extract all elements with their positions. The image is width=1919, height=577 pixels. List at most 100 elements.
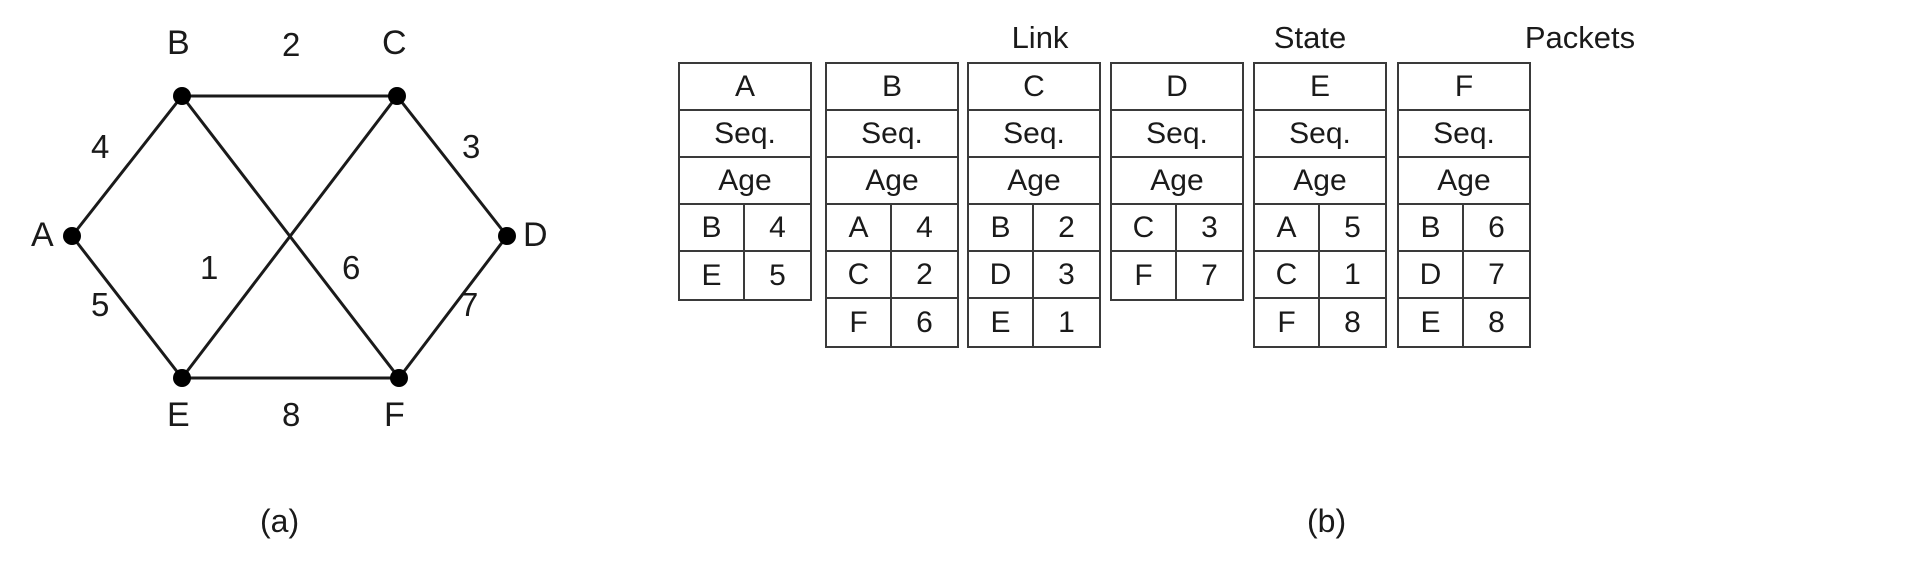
table-row: E bbox=[1255, 64, 1385, 111]
graph-edge-d-f bbox=[397, 235, 509, 379]
figure-caption-b: (b) bbox=[1307, 503, 1347, 539]
cost-cell: 5 bbox=[1344, 210, 1361, 244]
table-row: Seq. bbox=[1255, 111, 1385, 158]
graph-edge-a-b bbox=[70, 95, 184, 237]
node-table-seq-header: Seq. bbox=[1289, 116, 1351, 150]
graph-edge-weight-b-f: 1 bbox=[200, 249, 219, 286]
node-table-title: A bbox=[734, 69, 755, 103]
neighbor-cell: E bbox=[1399, 299, 1464, 346]
graph-edge-weight-a-b: 4 bbox=[91, 128, 110, 165]
node-table-age-header: Age bbox=[1293, 163, 1347, 197]
graph-edge-weight-d-f: 7 bbox=[460, 286, 479, 323]
graph-edge-a-e bbox=[70, 235, 184, 379]
neighbor-cell: B bbox=[680, 205, 745, 250]
neighbor-cell: B bbox=[969, 205, 1034, 250]
cost-cell: 6 bbox=[916, 305, 933, 339]
neighbor-cell: E bbox=[969, 299, 1034, 346]
cost-cell: 6 bbox=[1488, 210, 1505, 244]
table-row: C bbox=[969, 64, 1099, 111]
graph-edge-weight-e-f: 8 bbox=[282, 396, 301, 433]
graph-node-label-a: A bbox=[31, 216, 54, 254]
node-table-seq-header: Seq. bbox=[861, 116, 923, 150]
cost-cell: 7 bbox=[1488, 257, 1505, 291]
graph-node-f bbox=[390, 369, 408, 387]
cost-cell: 2 bbox=[1058, 210, 1075, 244]
cost-cell: 1 bbox=[1344, 257, 1361, 291]
table-group-heading-state: State bbox=[1273, 20, 1347, 55]
graph-edge-group bbox=[70, 94, 509, 380]
table-row: B bbox=[827, 64, 957, 111]
neighbor-cell: F bbox=[827, 299, 892, 346]
table-row: Age bbox=[1112, 158, 1242, 205]
table-row: Seq. bbox=[969, 111, 1099, 158]
node-table-age-header: Age bbox=[1437, 163, 1491, 197]
graph-node-b bbox=[173, 87, 191, 105]
table-row: Age bbox=[827, 158, 957, 205]
graph-edge-weight-a-e: 5 bbox=[91, 286, 110, 323]
neighbor-cell: A bbox=[827, 205, 892, 250]
cost-cell: 2 bbox=[916, 257, 933, 291]
table-row: Age bbox=[1399, 158, 1529, 205]
node-table-age-header: Age bbox=[1150, 163, 1204, 197]
graph-edge-weight-c-e: 6 bbox=[342, 249, 361, 286]
graph-edge-c-d bbox=[395, 95, 509, 237]
node-table-seq-header: Seq. bbox=[1433, 116, 1495, 150]
graph-node-label-c: C bbox=[382, 24, 407, 62]
table-group-heading-packets: Packets bbox=[1524, 20, 1636, 55]
node-table-title: D bbox=[1166, 69, 1188, 103]
node-table-age-header: Age bbox=[718, 163, 772, 197]
node-table-title: F bbox=[1454, 69, 1474, 103]
node-table-title: E bbox=[1309, 69, 1330, 103]
figure-caption-a: (a) bbox=[260, 503, 300, 539]
neighbor-cell: C bbox=[827, 252, 892, 297]
cost-cell: 1 bbox=[1058, 305, 1075, 339]
table-row: Age bbox=[969, 158, 1099, 205]
cost-cell: 7 bbox=[1201, 258, 1218, 292]
graph-node-label-b: B bbox=[167, 24, 190, 62]
table-row: Seq. bbox=[680, 111, 810, 158]
table-row: Age bbox=[1255, 158, 1385, 205]
neighbor-cell: D bbox=[1399, 252, 1464, 297]
node-table-title: B bbox=[881, 69, 902, 103]
cost-cell: 3 bbox=[1058, 257, 1075, 291]
node-table-seq-header: Seq. bbox=[714, 116, 776, 150]
neighbor-cell: F bbox=[1255, 299, 1320, 346]
network-graph-svg bbox=[63, 87, 516, 387]
node-table-age-header: Age bbox=[1007, 163, 1061, 197]
neighbor-cell: E bbox=[680, 252, 745, 299]
neighbor-cell: C bbox=[1255, 252, 1320, 297]
cost-cell: 4 bbox=[916, 210, 933, 244]
graph-node-group bbox=[63, 87, 516, 387]
graph-node-label-d: D bbox=[523, 216, 548, 254]
graph-node-c bbox=[388, 87, 406, 105]
table-group-heading-link: Link bbox=[1011, 20, 1069, 55]
cost-cell: 8 bbox=[1344, 305, 1361, 339]
table-row: F bbox=[1399, 64, 1529, 111]
node-table-seq-header: Seq. bbox=[1003, 116, 1065, 150]
node-table-title: C bbox=[1023, 69, 1045, 103]
graph-node-d bbox=[498, 227, 516, 245]
neighbor-cell: B bbox=[1399, 205, 1464, 250]
graph-node-a bbox=[63, 227, 81, 245]
node-table-seq-header: Seq. bbox=[1146, 116, 1208, 150]
table-row: Seq. bbox=[1399, 111, 1529, 158]
table-row: D bbox=[1112, 64, 1242, 111]
table-row: Age bbox=[680, 158, 810, 205]
graph-edge-weight-b-c: 2 bbox=[282, 26, 301, 63]
